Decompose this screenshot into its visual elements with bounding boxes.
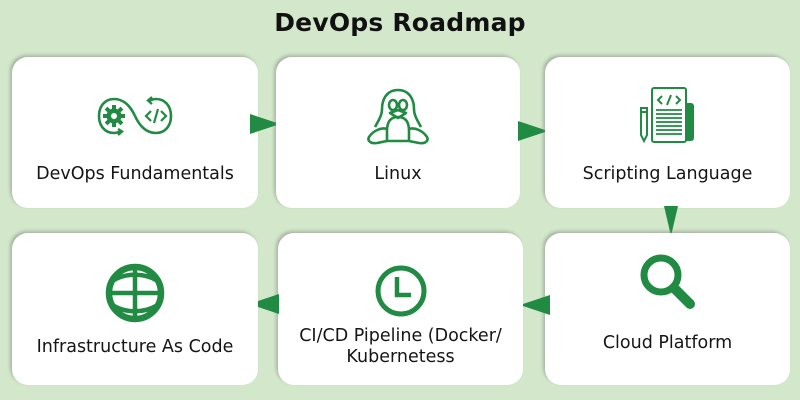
step-label: Cloud Platform	[602, 333, 733, 353]
step-label: Infrastructure As Code	[36, 337, 234, 357]
arrow-right-icon	[518, 121, 548, 141]
step-label: Linux	[374, 164, 422, 184]
arrow-left-icon	[520, 295, 550, 315]
clock-icon	[373, 263, 429, 323]
step-label: DevOps Fundamentals	[36, 164, 234, 184]
step-infrastructure-as-code: Infrastructure As Code	[12, 233, 258, 385]
step-label: Scripting Language	[582, 164, 753, 184]
step-label: CI/CD Pipeline (Docker/	[299, 326, 502, 346]
linux-penguin-icon	[365, 87, 431, 151]
step-scripting-language: Scripting Language	[545, 57, 790, 208]
step-cloud-platform: Cloud Platform	[545, 233, 790, 385]
arrow-down-icon	[664, 206, 678, 236]
page-title: DevOps Roadmap	[274, 8, 526, 37]
magnifier-icon	[637, 252, 699, 316]
devops-cycle-icon	[97, 93, 173, 143]
step-devops-fundamentals: DevOps Fundamentals	[12, 57, 258, 208]
step-ci-cd-pipeline: CI/CD Pipeline (Docker/ Kubernetess	[278, 233, 523, 385]
globe-icon	[104, 262, 166, 328]
step-linux: Linux	[276, 57, 520, 208]
arrow-right-icon	[250, 114, 280, 134]
step-label-line2: Kubernetess	[346, 347, 455, 367]
script-document-icon	[638, 85, 698, 149]
